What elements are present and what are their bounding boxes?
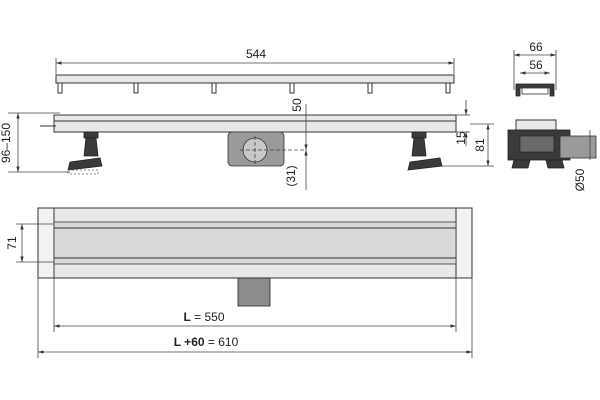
grate-width-label: 66 [529, 40, 543, 54]
left-adjustable-foot [67, 131, 103, 171]
length-l-label: L = 550 [183, 310, 224, 324]
grate-side-view: 544 [55, 47, 455, 94]
outlet-offset-label: (31) [284, 165, 298, 186]
total-height-label: 81 [473, 138, 487, 152]
gap-label: 15 [454, 131, 468, 145]
channel-end-section: Ø50 [507, 119, 597, 191]
outlet-depth-label: 50 [290, 98, 304, 112]
length-total-label: L +60 = 610 [174, 335, 239, 349]
channel-plan-view: 71 L = 550 L +60 = 610 [5, 207, 473, 358]
outlet-diameter-label: Ø50 [573, 168, 587, 191]
width-71-label: 71 [5, 236, 19, 250]
grate-length-label: 544 [246, 47, 266, 61]
right-adjustable-foot [407, 131, 443, 171]
channel-side-view: 96–150 50 (31) 15 81 [0, 98, 494, 190]
grate-inner-label: 56 [529, 58, 543, 72]
grate-cross-section: 66 56 [513, 40, 557, 97]
height-range-label: 96–150 [0, 123, 13, 163]
